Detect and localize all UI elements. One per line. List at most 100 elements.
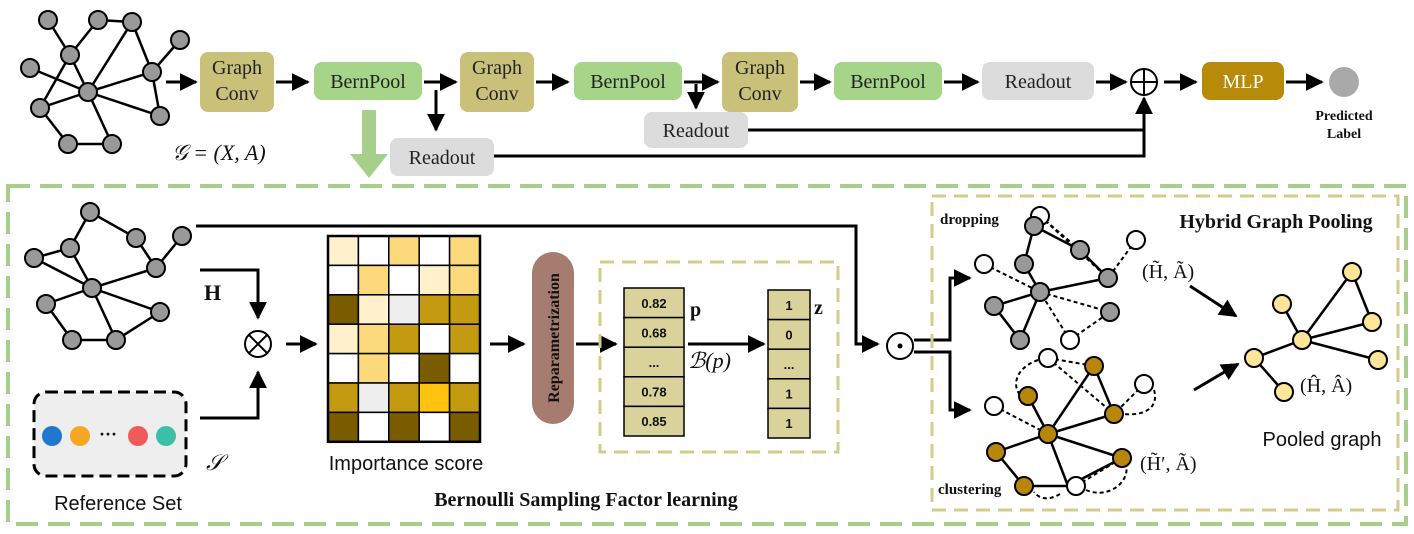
dropping-graph-edges	[993, 224, 1109, 341]
heatmap-cell	[327, 411, 360, 443]
dropping-graph-nodes	[974, 206, 1146, 350]
graphconv-block-3: Graph Conv	[722, 52, 798, 112]
z-value: 0	[785, 327, 792, 342]
reparametrization-block	[532, 252, 574, 424]
odot-operator	[886, 332, 914, 360]
reference-dot-teal	[156, 426, 176, 446]
graphconv-2-line1: Graph	[472, 57, 522, 79]
importance-label: Importance score	[329, 453, 484, 475]
heatmap-cell	[388, 294, 420, 325]
predicted-node	[1329, 67, 1359, 97]
expand-arrow	[350, 110, 388, 178]
p-value: 0.78	[641, 385, 666, 400]
p-value: ...	[649, 355, 660, 370]
drop-pair-label: (H̃, Ã)	[1142, 259, 1194, 283]
heatmap-cell	[448, 294, 481, 325]
predicted-label-line1: Predicted	[1315, 109, 1372, 124]
heatmap-cell	[357, 264, 390, 296]
graphconv-1-line2: Conv	[215, 83, 258, 105]
heatmap-cell	[448, 235, 481, 267]
mlp-block: MLP	[1202, 62, 1284, 100]
heatmap-cell	[327, 352, 360, 384]
pooled-graph-edges	[1253, 271, 1379, 393]
heatmap-cell	[448, 411, 481, 443]
bernoulli-label: ℬ(p)	[688, 348, 731, 373]
importance-heatmap	[326, 234, 482, 444]
reparam-label: Reparametrization	[546, 273, 563, 403]
z-cell	[767, 407, 811, 439]
pooled-graph-nodes	[1244, 262, 1388, 402]
heatmap-cell	[357, 382, 390, 414]
heatmap-cell	[388, 352, 420, 384]
predicted-label-line2: Label	[1327, 127, 1361, 142]
otimes-operator	[244, 330, 272, 358]
heatmap-border	[326, 234, 482, 444]
bernpool-2-label: BernPool	[590, 71, 666, 93]
readout-low: Readout	[390, 138, 494, 176]
hybrid-title: Hybrid Graph Pooling	[1179, 211, 1372, 233]
heatmap-cell	[448, 323, 481, 355]
hybrid-pool-box	[930, 194, 1400, 512]
cluster-pair-label: (H̃′, Ã)	[1140, 451, 1197, 475]
readout-final: Readout	[982, 62, 1094, 100]
heatmap-cell	[388, 382, 420, 414]
heatmap-cell	[327, 323, 360, 355]
pooled-graph-label: Pooled graph	[1263, 429, 1382, 451]
readout-mid: Readout	[644, 112, 748, 148]
z-label: z	[814, 297, 823, 319]
bernpool-block-2: BernPool	[574, 62, 682, 100]
bernpool-block-3: BernPool	[834, 62, 942, 100]
heatmap-cell	[327, 382, 360, 414]
z-value: 1	[785, 416, 792, 431]
reference-set-label: Reference Set	[54, 493, 182, 515]
pooled-arrows	[1189, 284, 1240, 392]
section-title: Bernoulli Sampling Factor learning	[434, 489, 738, 511]
reference-ellipsis: ···	[99, 424, 117, 444]
heatmap-cell	[357, 323, 390, 355]
detail-frame	[6, 184, 1408, 526]
p-label: p	[690, 299, 701, 321]
input-graph-top-nodes	[20, 10, 190, 154]
readout-low-label: Readout	[409, 147, 476, 169]
p-value: 0.85	[641, 414, 666, 429]
pooled-pair-label: (Ĥ, Â)	[1300, 374, 1352, 397]
heatmap-cell	[418, 382, 451, 414]
bernpool-block-1: BernPool	[314, 62, 422, 100]
clustering-graph-edges	[995, 365, 1123, 488]
z-cell	[767, 318, 811, 350]
readout-mid-label: Readout	[663, 120, 730, 142]
mlp-label: MLP	[1222, 71, 1263, 93]
graphconv-3-line2: Conv	[738, 83, 781, 105]
input-graph-bottom-nodes	[24, 202, 192, 350]
graphconv-2-line2: Conv	[475, 83, 518, 105]
bernpool-3-label: BernPool	[850, 71, 926, 93]
heatmap-cell	[418, 264, 451, 296]
sum-operator	[1130, 68, 1158, 96]
p-cell	[623, 346, 685, 378]
readout-final-label: Readout	[1005, 71, 1072, 93]
p-cell	[623, 405, 685, 437]
heatmap-cell	[357, 411, 390, 443]
heatmap-cell	[418, 235, 451, 267]
heatmap-cell	[388, 323, 420, 355]
graphconv-1-line1: Graph	[212, 57, 262, 79]
p-cell	[623, 287, 685, 319]
s-label: 𝒮	[206, 450, 229, 475]
heatmap-cell	[418, 352, 451, 384]
reference-dot-red	[128, 426, 148, 446]
graphconv-block-2: Graph Conv	[460, 52, 534, 112]
heatmap-cell	[418, 294, 451, 325]
heatmap-cell	[448, 352, 481, 384]
clustering-graph-nodes	[984, 348, 1154, 496]
heatmap-cell	[418, 411, 451, 443]
reference-dot-orange	[70, 426, 90, 446]
z-vector: 10...11	[767, 289, 811, 439]
p-value: 0.68	[641, 325, 666, 340]
heatmap-cell	[357, 352, 390, 384]
heatmap-cell	[357, 235, 390, 267]
heatmap-cell	[327, 264, 360, 296]
heatmap-cell	[327, 294, 360, 325]
p-vector: 0.820.68...0.780.85	[623, 287, 685, 437]
reference-set-box	[32, 390, 188, 478]
